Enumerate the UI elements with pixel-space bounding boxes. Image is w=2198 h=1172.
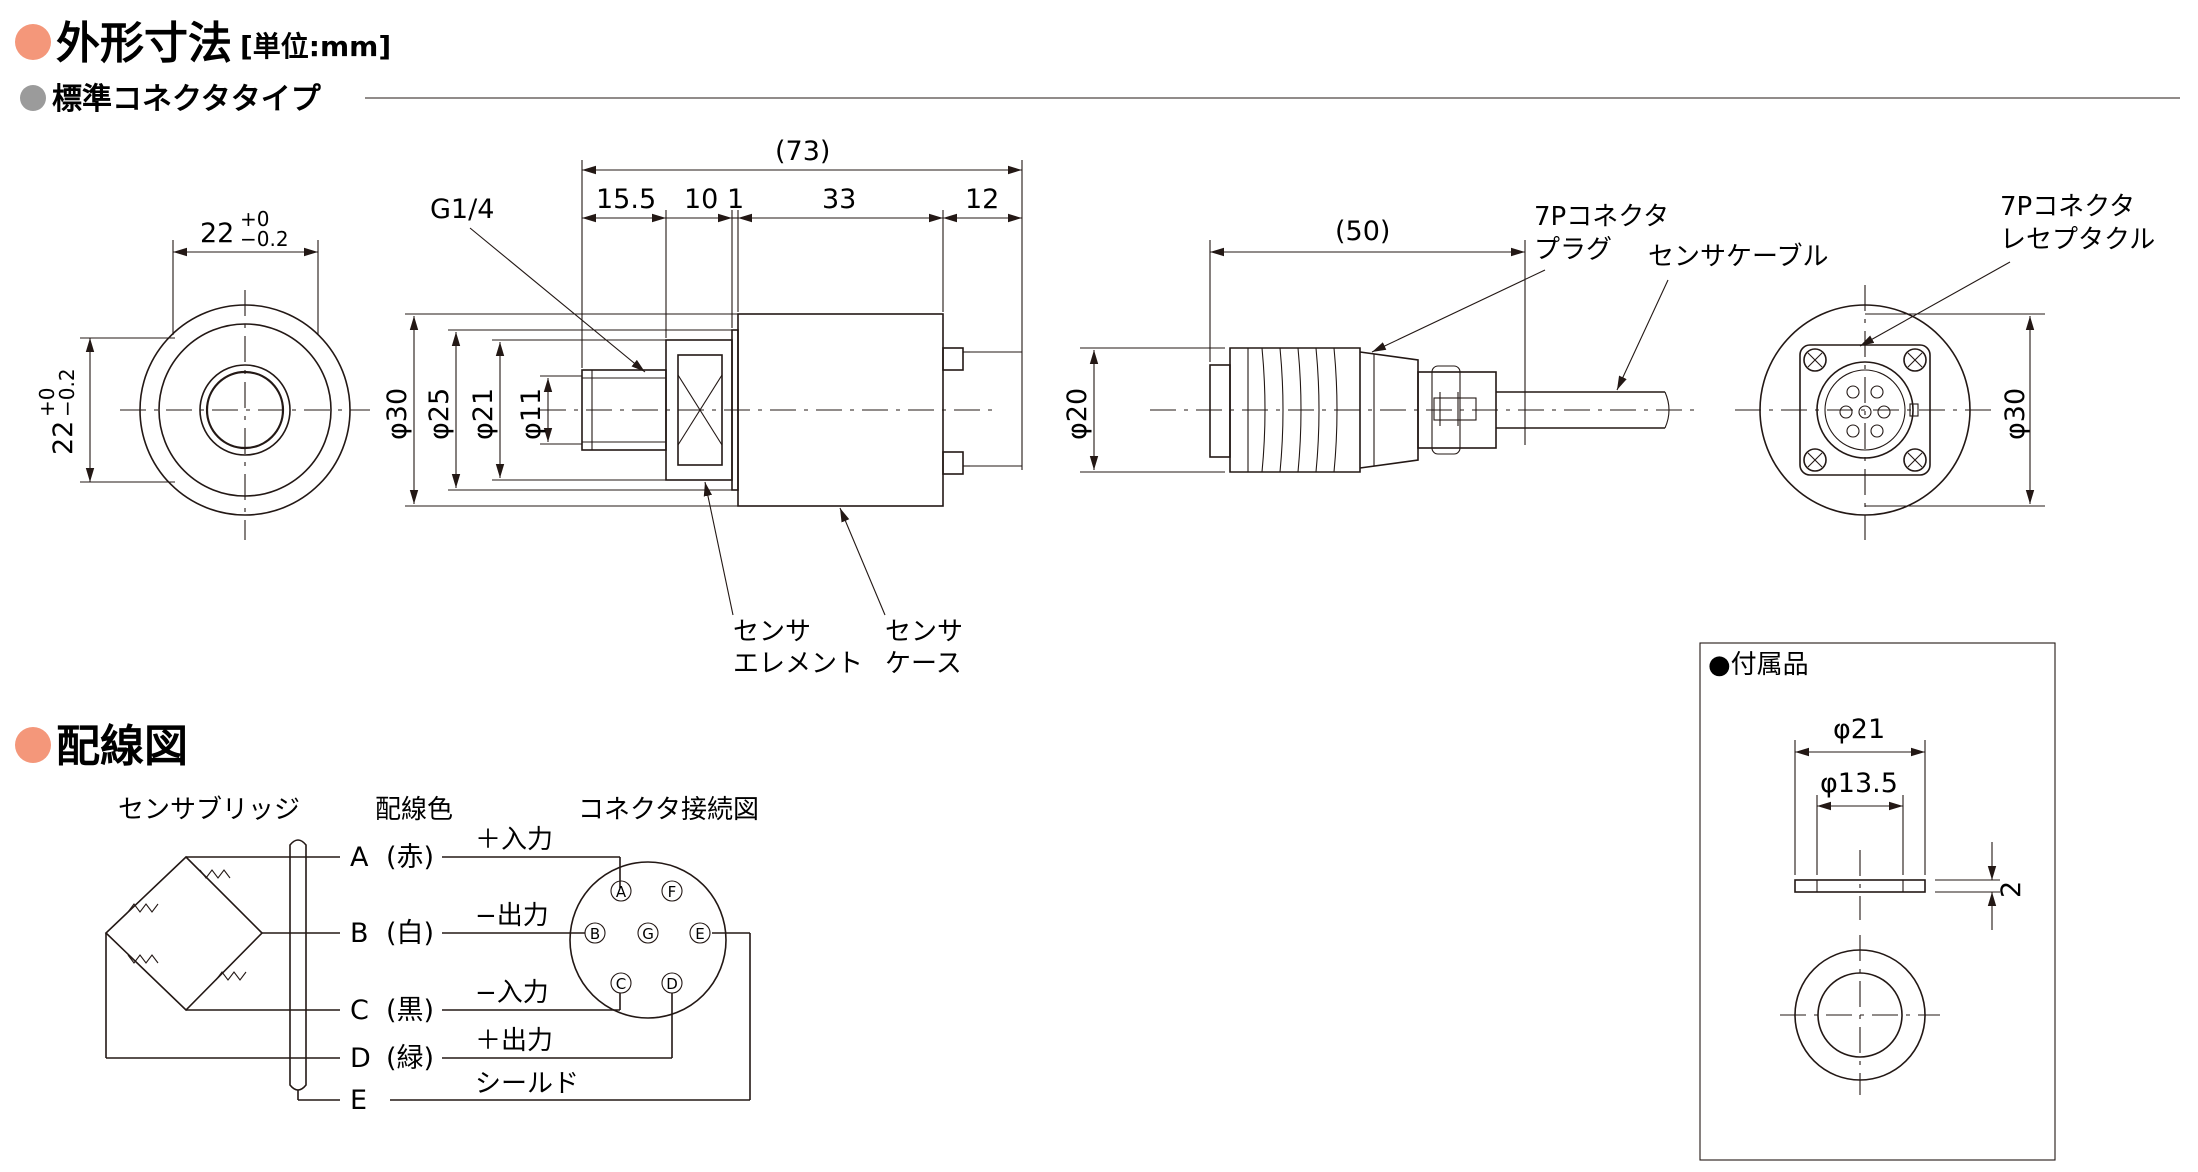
receptacle-pins <box>1839 385 1891 438</box>
svg-text:G: G <box>642 925 654 943</box>
svg-text:A: A <box>350 842 369 873</box>
thread-label: G1/4 <box>430 194 494 225</box>
svg-text:D: D <box>666 975 678 993</box>
unit-label: [単位:mm] <box>240 30 391 63</box>
seg-dim-1: 15.5 <box>596 184 656 215</box>
standard-type-header: 標準コネクタタイプ <box>20 82 2180 117</box>
accessory-outer-dia: φ21 <box>1833 714 1885 745</box>
svg-text:E: E <box>695 925 704 943</box>
svg-text:(緑): (緑) <box>386 1043 434 1074</box>
svg-text:F: F <box>668 883 677 901</box>
plug-label-1: 7Pコネクタ <box>1534 202 1669 232</box>
dia-11-dim: φ11 <box>516 388 547 440</box>
connector-face <box>569 861 727 1019</box>
front-height-tol-plus: +0 <box>35 388 59 417</box>
connector-diagram-label: コネクタ接続図 <box>578 795 759 825</box>
bridge-label: センサブリッジ <box>118 795 300 825</box>
accessory-thickness: 2 <box>1996 881 2027 898</box>
outline-title: 外形寸法 <box>56 18 232 69</box>
svg-text:B: B <box>350 918 369 949</box>
svg-text:−入力: −入力 <box>475 978 549 1008</box>
element-label-2: エレメント <box>733 649 863 679</box>
front-height-tol-minus: −0.2 <box>55 368 79 417</box>
svg-text:E: E <box>350 1085 367 1116</box>
dia-25-dim: φ25 <box>424 388 455 440</box>
accessory-inner-dia: φ13.5 <box>1820 768 1898 799</box>
receptacle-label-2: レセプタクル <box>2000 225 2155 255</box>
svg-text:＋出力: ＋出力 <box>475 1026 553 1056</box>
svg-text:(白): (白) <box>386 918 434 949</box>
accent-bullet <box>15 727 51 763</box>
wire-row-e: E シールド <box>350 932 751 1116</box>
connector-pins: A F B G E C D <box>584 880 711 994</box>
seg-dim-2: 10 <box>684 184 718 215</box>
wiring-header: 配線図 <box>15 721 188 772</box>
svg-text:(黒): (黒) <box>386 995 434 1026</box>
wire-row-b: B (白) −出力 <box>350 901 585 949</box>
cable-label: センサケーブル <box>1648 242 1828 272</box>
svg-text:シールド: シールド <box>475 1069 579 1099</box>
seg-dim-4: 33 <box>822 184 856 215</box>
wire-row-c: C (黒) −入力 <box>350 978 621 1026</box>
svg-text:C: C <box>616 975 626 993</box>
accent-bullet <box>15 24 51 60</box>
receptacle-screws <box>1803 348 1927 472</box>
side-view: (73) 15.5 10 1 33 12 G1/4 φ30 φ25 φ21 φ1… <box>382 136 1023 679</box>
dia-30-dim: φ30 <box>382 388 413 440</box>
wire-row-d: D (緑) ＋出力 <box>350 993 673 1074</box>
receptacle-dia-dim: φ30 <box>2000 388 2031 440</box>
overall-length-dim: (73) <box>775 136 830 167</box>
front-view: 22 +0 −0.2 22 +0 −0.2 <box>35 207 370 540</box>
receptacle-view: φ30 7Pコネクタ レセプタクル <box>1735 192 2155 540</box>
accessory-box: ●付属品 φ21 φ13.5 2 <box>1699 642 2056 1161</box>
case-label-2: ケース <box>885 649 962 679</box>
color-label: 配線色 <box>375 795 453 825</box>
svg-text:A: A <box>616 883 627 901</box>
svg-text:−出力: −出力 <box>475 901 549 931</box>
svg-text:(赤): (赤) <box>386 842 434 873</box>
standard-type-title: 標準コネクタタイプ <box>52 82 322 117</box>
sub-bullet <box>20 85 46 111</box>
seg-dim-5: 12 <box>965 184 999 215</box>
front-width-tol-plus: +0 <box>240 207 269 231</box>
plug-label-2: プラグ <box>1534 235 1612 265</box>
connector-length-dim: (50) <box>1335 216 1390 247</box>
wiring-diagram: センサブリッジ 配線色 コネクタ接続図 A (赤) ＋入力 B <box>104 795 759 1116</box>
svg-text:＋入力: ＋入力 <box>475 825 553 855</box>
svg-text:B: B <box>590 925 600 943</box>
seg-dim-3: 1 <box>727 184 744 215</box>
wire-row-a: A (赤) ＋入力 <box>350 825 621 888</box>
connector-view: (50) φ20 7Pコネクタ プラグ センサケーブル <box>1062 202 1828 473</box>
front-width-tol-minus: −0.2 <box>240 227 289 251</box>
svg-text:C: C <box>350 995 369 1026</box>
outline-header: 外形寸法 [単位:mm] <box>15 18 391 69</box>
svg-text:D: D <box>350 1043 371 1074</box>
receptacle-label-1: 7Pコネクタ <box>2000 192 2135 222</box>
accessory-title: ●付属品 <box>1708 650 1809 680</box>
dia-21-dim: φ21 <box>468 388 499 440</box>
connector-dia-dim: φ20 <box>1062 388 1093 440</box>
front-height-dim: 22 <box>48 421 79 455</box>
wiring-title: 配線図 <box>56 721 188 772</box>
element-label-1: センサ <box>733 617 811 647</box>
front-width-dim: 22 <box>200 218 234 249</box>
case-label-1: センサ <box>885 617 963 647</box>
